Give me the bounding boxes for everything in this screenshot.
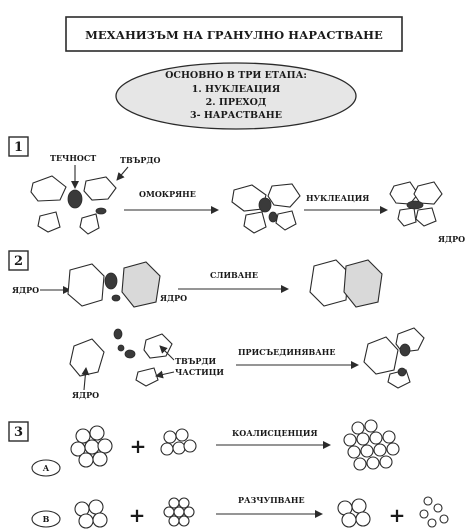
overview-item-3: 3- НАРАСТВАНЕ <box>190 110 282 121</box>
granule-cluster-b1 <box>75 500 107 528</box>
stage-3: 3 + КОАЛИСЦЕНЦИЯ <box>9 420 448 528</box>
nucleation-label: НУКЛЕАЦИЯ <box>306 193 369 203</box>
nucleus-left-label: ЯДРО <box>12 285 39 295</box>
granule-cluster-b-result <box>338 499 370 527</box>
title-box: МЕХАНИЗЪМ НА ГРАНУЛНО НАРАСТВАНЕ <box>66 17 402 51</box>
overview-item-1: 1. НУКЛЕАЦИЯ <box>192 84 280 95</box>
granule-cluster-a2 <box>161 429 196 455</box>
nucleus-right-label: ЯДРО <box>160 293 187 303</box>
solid-particles-label-line2: ЧАСТИЦИ <box>175 367 224 377</box>
plus-sign-b1: + <box>129 503 146 527</box>
overview-heading: ОСНОВНО В ТРИ ЕТАПА: <box>165 70 307 81</box>
overview-item-2: 2. ПРЕХОД <box>206 97 267 108</box>
granule-cluster-a1 <box>71 426 112 467</box>
granule-cluster-a-result <box>344 420 399 470</box>
plus-sign-b2: + <box>389 503 406 527</box>
solid-label: ТВЪРДО <box>120 155 160 165</box>
stage-3-number: 3 <box>14 425 23 440</box>
stage-1-number: 1 <box>14 140 23 155</box>
nucleus-bottom-label: ЯДРО <box>72 390 99 400</box>
coalescence-label-stage2: СЛИВАНЕ <box>210 270 258 280</box>
wetting-label: ОМОКРЯНЕ <box>139 189 196 199</box>
stage-2: 2 ЯДРО ЯДРО СЛИВАНЕ ТВЪРДИ ЧАСТИЦИ ЯДРО … <box>9 251 424 400</box>
page-title: МЕХАНИЗЪМ НА ГРАНУЛНО НАРАСТВАНЕ <box>85 28 383 42</box>
stage-2-number: 2 <box>14 254 23 269</box>
nucleus-label-stage1: ЯДРО <box>438 234 465 244</box>
case-a-label: A <box>42 463 50 473</box>
granule-cluster-b2 <box>164 498 194 526</box>
coalescence-label-stage3: КОАЛИСЦЕНЦИЯ <box>232 428 318 438</box>
overview-ellipse: ОСНОВНО В ТРИ ЕТАПА: 1. НУКЛЕАЦИЯ 2. ПРЕ… <box>116 63 356 129</box>
solid-particles-label-line1: ТВЪРДИ <box>175 356 216 366</box>
case-b-label: B <box>43 514 50 524</box>
attachment-label: ПРИСЪЕДИНЯВАНЕ <box>238 347 335 357</box>
fragment-circles <box>420 497 448 527</box>
stage-1: 1 ТЕЧНОСТ ТВЪРДО ОМОКРЯНЕ НУКЛЕАЦИЯ ЯДРО <box>9 137 465 244</box>
plus-sign-a: + <box>130 434 147 458</box>
liquid-label: ТЕЧНОСТ <box>50 153 96 163</box>
breakage-label: РАЗЧУПВАНЕ <box>238 495 305 505</box>
